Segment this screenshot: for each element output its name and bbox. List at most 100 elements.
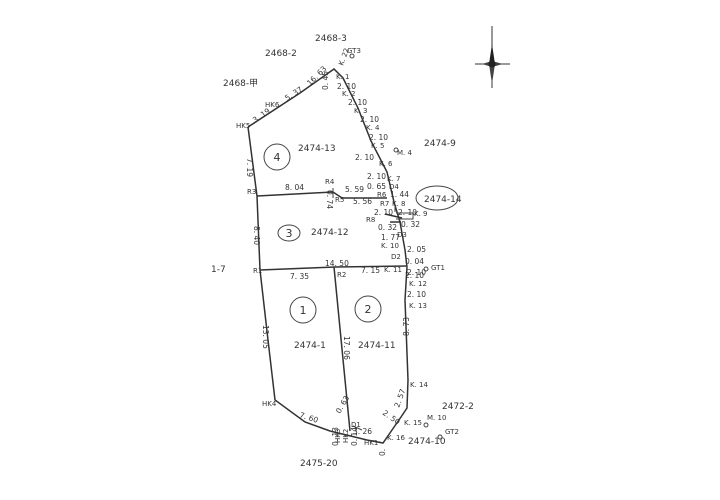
dim-2-57: 2. 57 [392, 387, 407, 408]
point-r3: R3 [247, 188, 256, 196]
point-m4: M. 4 [397, 149, 412, 157]
point-d2: D2 [391, 253, 401, 261]
point-r4: R4 [325, 178, 335, 186]
dim-0-13: 0. 13 [331, 427, 340, 446]
point-k12: K. 12 [409, 280, 427, 288]
parcel-boundaries [247, 68, 414, 444]
dim-5-59: 5. 59 [345, 185, 364, 194]
circled-2: 2 [365, 303, 372, 316]
neighbor-2468-kou: 2468-甲 [223, 78, 258, 89]
point-k15: K. 15 [404, 419, 422, 427]
dim-0-32-b: 0. 32 [378, 223, 397, 232]
neighbor-2474-9: 2474-9 [424, 139, 456, 149]
dim-7-15: 7. 15 [361, 266, 380, 275]
dim-2-10-k: 2. 10 [405, 271, 424, 280]
point-k5: K. 5 [371, 142, 385, 150]
control-point-markers [349, 53, 443, 440]
point-k10: K. 10 [381, 242, 399, 250]
point-k2: K. 2 [342, 90, 356, 98]
dim-2-05: 2. 05 [407, 245, 426, 254]
point-gt2: GT2 [445, 428, 459, 436]
point-k16: K. 16 [387, 434, 405, 442]
lot-number-markers: 4 3 1 2 [263, 143, 459, 324]
point-r8: R8 [366, 216, 375, 224]
dim-0: 0. [378, 449, 387, 456]
dim-2-10-e: 2. 10 [355, 153, 374, 162]
dim-2-10-a: 2. 10 [337, 82, 356, 91]
point-d3: D3 [397, 231, 407, 239]
neighbor-2475-20: 2475-20 [300, 459, 338, 469]
point-hk1: HK1 [364, 439, 378, 447]
lot-2474-14-label: 2474-14 [424, 195, 462, 205]
dim-7-35: 7. 35 [290, 272, 309, 281]
dim-0-14: 0. 14 [350, 427, 359, 446]
point-k11: K. 11 [384, 266, 402, 274]
point-k7: K. 7 [387, 175, 401, 183]
dim-14-50: 14. 50 [325, 259, 349, 268]
dim-7-19: 7. 19 [245, 158, 254, 177]
neighbor-2468-3: 2468-3 [315, 34, 347, 44]
dim-5-56: 5. 56 [353, 197, 372, 206]
point-k6: K. 6 [379, 160, 393, 168]
dim-2-10-i: 2. 10 [407, 268, 426, 277]
dim-2-10-j: 2. 10 [407, 290, 426, 299]
dim-13-05: 13. 05 [261, 325, 270, 349]
dim-5-37: 5. 37 [283, 85, 304, 103]
lot-labels: 2474-13 2474-12 2474-1 2474-11 2474-14 [294, 144, 462, 351]
dim-2-10-h: 2. 10 [398, 208, 417, 217]
dim-0-45: 0. 45 [321, 71, 330, 90]
point-hk4: HK4 [262, 400, 277, 408]
dim-2-10-d: 2. 10 [369, 133, 388, 142]
point-gt1: GT1 [431, 264, 445, 272]
point-hk2: HK2 [342, 429, 350, 443]
point-k4: K. 4 [366, 124, 380, 132]
circled-4: 4 [274, 151, 281, 164]
point-k13: K. 13 [409, 302, 427, 310]
dim-2-10-g: 2. 10 [374, 208, 393, 217]
point-k14: K. 14 [410, 381, 428, 389]
dim-8-40: 8. 40 [252, 226, 261, 245]
point-r2: R2 [337, 271, 346, 279]
point-hk3: HK3 [334, 429, 342, 443]
lot-2474-11-label: 2474-11 [358, 341, 396, 351]
point-r7: R7 [380, 200, 389, 208]
point-r5: R5 [335, 196, 344, 204]
lot-2474-12-label: 2474-12 [311, 228, 349, 238]
lot-2474-1-label: 2474-1 [294, 341, 326, 351]
neighbor-labels: 2468-2 2468-3 2468-甲 2474-9 2472-2 2474-… [211, 34, 474, 469]
dim-8-73: 8. 73 [402, 317, 411, 336]
dim-2-50: 2. 50 [381, 408, 402, 426]
point-k8: K. 8 [392, 200, 406, 208]
dim-2-10-f: 2. 10 [367, 172, 386, 181]
point-hk5: HK5 [236, 122, 250, 130]
point-gt3: GT3 [347, 47, 361, 55]
point-r1: R1 [253, 267, 262, 275]
neighbor-2474-10: 2474-10 [408, 437, 446, 447]
dim-2-10-c: 2. 10 [360, 115, 379, 124]
neighbor-1-7: 1-7 [211, 265, 226, 275]
point-labels: HK6 HK5 HK4 R3 R1 R2 R4 R5 R6 R7 R8 D4 D… [236, 47, 459, 447]
point-k1: K. 1 [336, 73, 350, 81]
dim-1-44: 1. 44 [390, 190, 409, 199]
circled-1: 1 [300, 304, 307, 317]
dim-8-04: 8. 04 [285, 183, 304, 192]
dim-2-10-b: 2. 10 [348, 98, 367, 107]
dim-0-65: 0. 65 [367, 182, 386, 191]
neighbor-2472-2: 2472-2 [442, 402, 474, 412]
point-m10: M. 10 [427, 414, 446, 422]
point-d4: D4 [389, 183, 399, 191]
dim-1-77: 1. 77 [381, 233, 400, 242]
dim-0-04: 0. 04 [405, 257, 424, 266]
point-r6: R6 [377, 191, 387, 199]
dim-0-32-a: 0. 32 [401, 220, 420, 229]
circled-3: 3 [286, 227, 293, 240]
dim-3-26: 3. 26 [353, 427, 372, 436]
dim-0-74: 0. 74 [325, 190, 334, 209]
dim-17-06: 17. 06 [342, 336, 351, 360]
north-arrow-icon [475, 26, 510, 88]
point-k3: K. 3 [354, 107, 368, 115]
point-hk6: HK6 [265, 101, 280, 109]
lot-2474-13-label: 2474-13 [298, 144, 336, 154]
point-d1: D1 [351, 421, 361, 429]
